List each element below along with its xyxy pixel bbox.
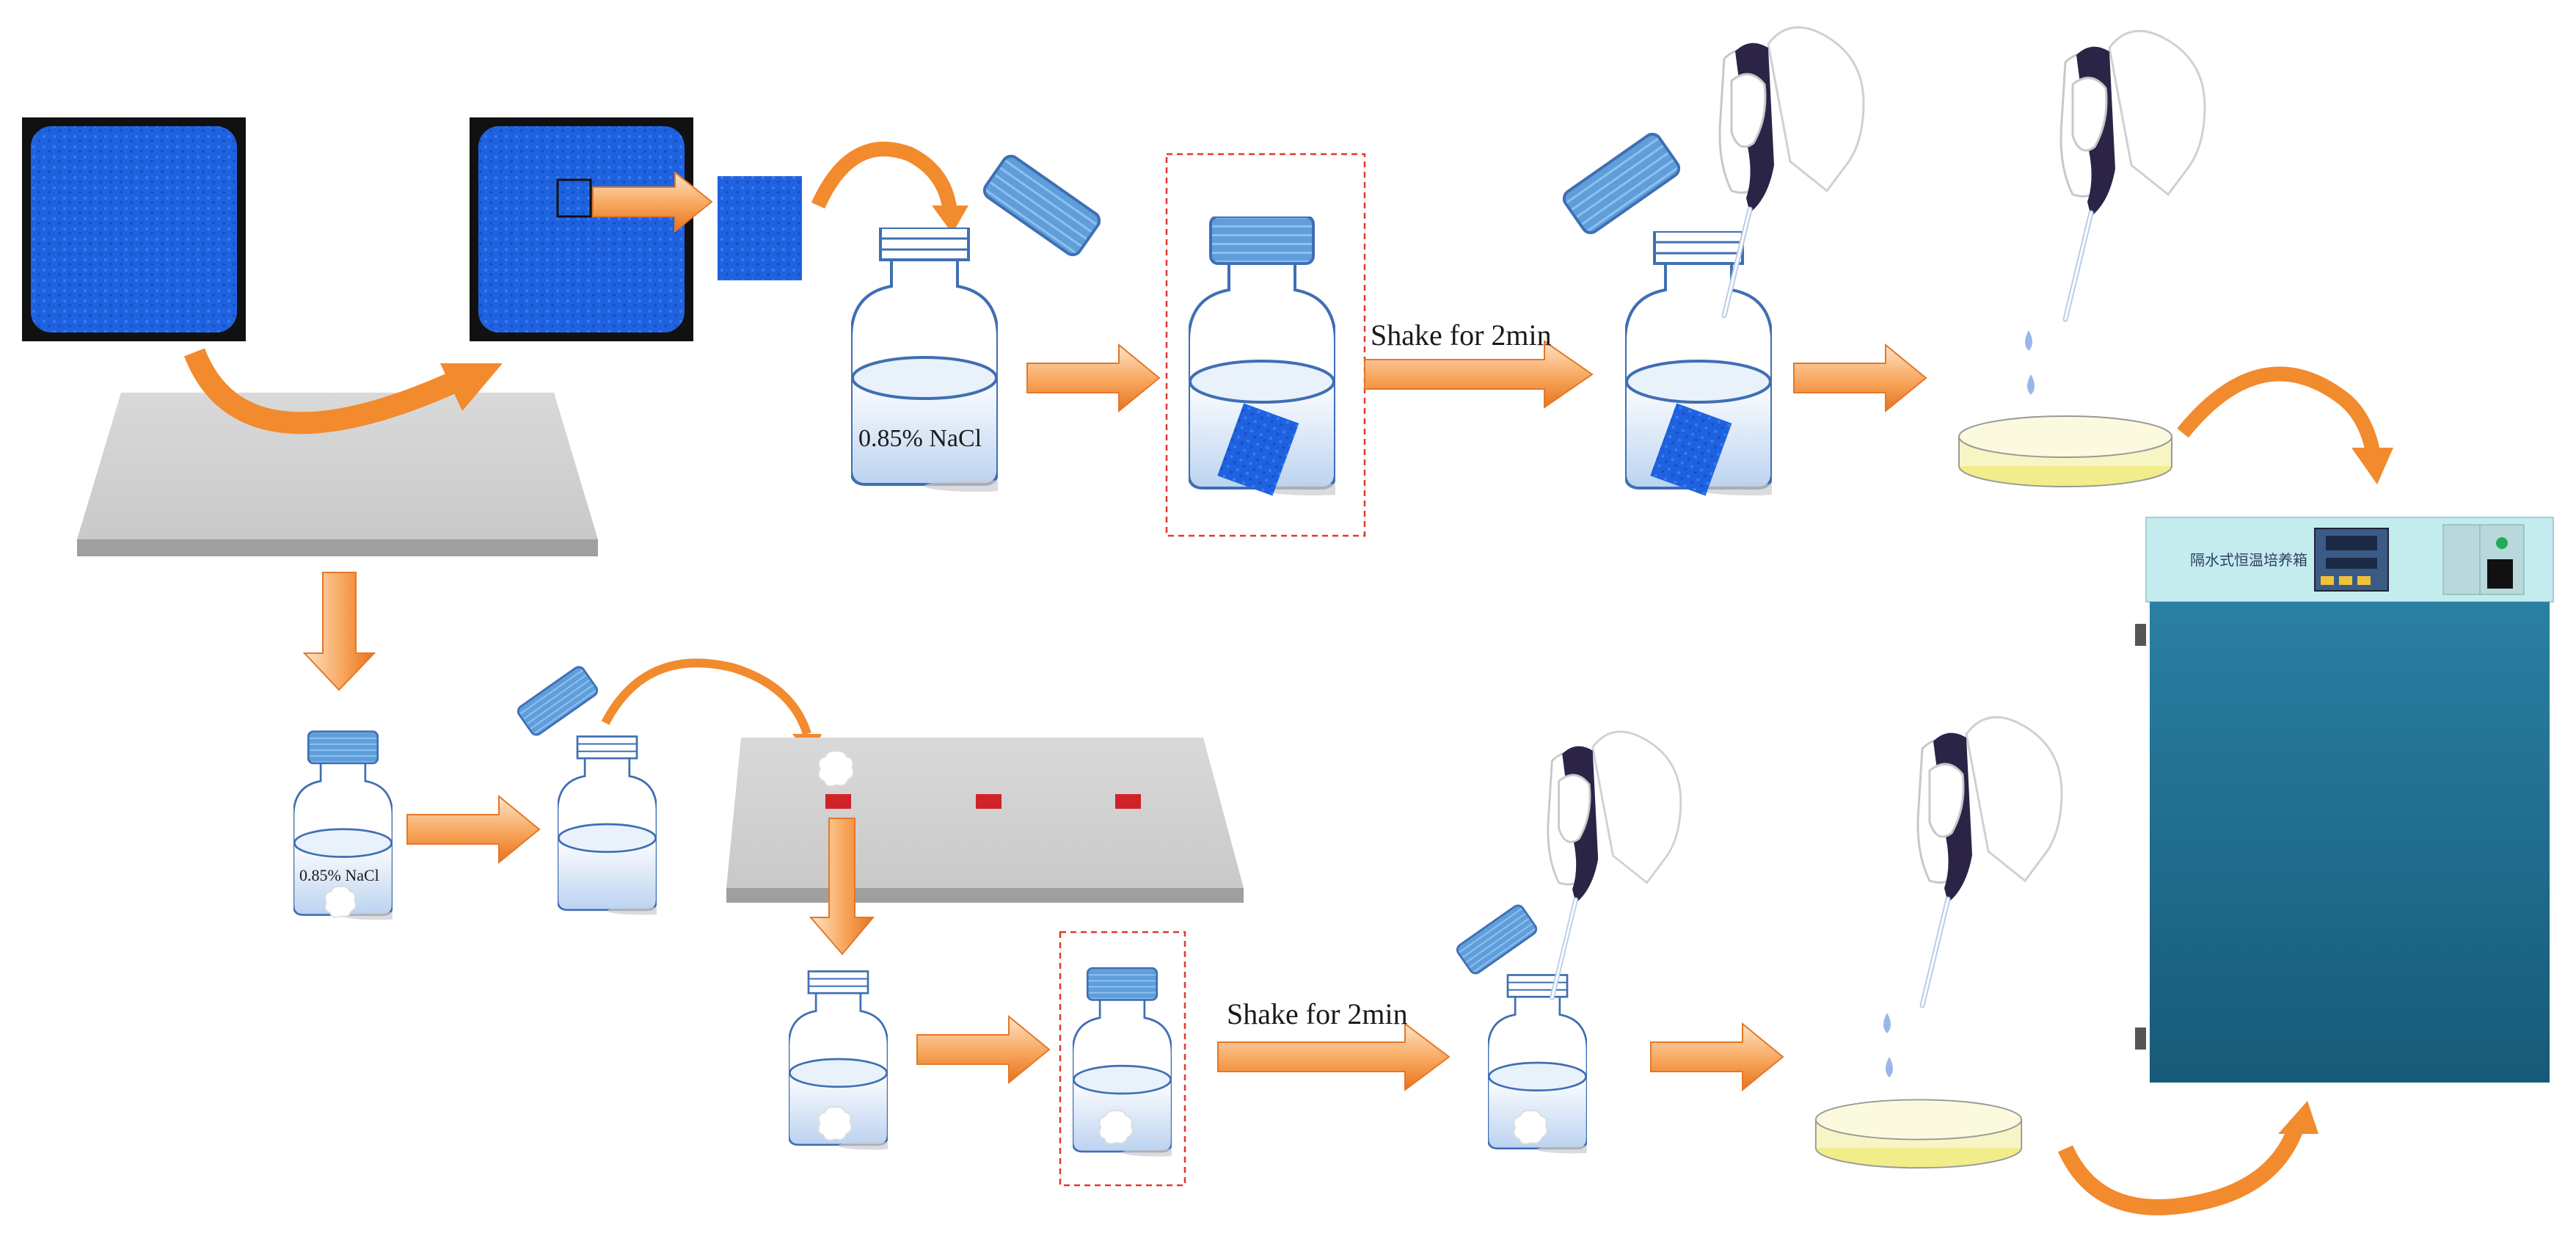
incubator-panel-text: 隔水式恒温培养箱 (2190, 551, 2307, 569)
nacl-label-bottom: 0.85% NaCl (299, 866, 379, 884)
pipette-hand-icon (1918, 717, 2062, 1005)
shake-label-top: Shake for 2min (1371, 319, 1552, 352)
petri-dish-icon (1814, 1099, 2023, 1169)
nacl-label: 0.85% NaCl (858, 425, 982, 452)
shake-arrow-bottom (1217, 1022, 1451, 1091)
towel-swatch-icon (718, 176, 802, 280)
pipette-hand-icon (1720, 27, 1864, 316)
cap-icon (979, 151, 1104, 260)
arrow-to-swatch (592, 170, 713, 233)
cap-icon (514, 663, 601, 738)
towel-sampled-icon (470, 117, 693, 341)
curved-arrow-head (440, 363, 503, 411)
curved-arrow-incubator (2177, 366, 2381, 457)
arrow-down-2 (809, 818, 875, 956)
highlight-box (1165, 153, 1366, 537)
petri-dish-icon (1958, 415, 2172, 487)
cap-icon (1559, 129, 1684, 238)
towel-swatch-in-bottle (1217, 403, 1299, 496)
incubator-icon (2135, 517, 2554, 1083)
curved-arrow-bottom-head (2278, 1101, 2318, 1134)
bottle-icon (851, 228, 998, 492)
pipette-hand-icon (2061, 31, 2205, 319)
curved-arrow-swatch (811, 142, 957, 214)
tray-icon (77, 393, 598, 556)
curved-arrow-incubator-head (2351, 448, 2393, 484)
arrow-3 (406, 794, 541, 865)
bottle-icon (558, 735, 657, 917)
shake-label-bottom: Shake for 2min (1227, 997, 1408, 1030)
curved-arrow-bottom (2057, 1124, 2305, 1215)
arrow-5 (1650, 1022, 1784, 1092)
highlight-box (1059, 931, 1186, 1187)
shake-arrow-top (1364, 340, 1594, 409)
bottle-capped-icon (293, 730, 393, 921)
towel-icon (22, 117, 246, 341)
arrow-4 (916, 1014, 1051, 1085)
drop-icon (2025, 330, 2032, 351)
bottle-icon (1488, 973, 1587, 1155)
drop-icon (1883, 1013, 1891, 1033)
curved-arrow-swatch-head (932, 205, 968, 233)
arrow-2 (1793, 343, 1927, 413)
towel-swatch-in-bottle (1650, 403, 1732, 496)
curved-arrow-swab (601, 658, 811, 735)
curved-arrow-towel (183, 348, 460, 434)
drop-icon (2027, 374, 2035, 395)
arrow-1 (1026, 343, 1161, 413)
pipette-hand-icon (1548, 732, 1681, 998)
arrow-down-1 (302, 572, 376, 691)
tray-icon (726, 738, 1244, 903)
drop-icon (1886, 1057, 1893, 1077)
cap-icon (1453, 902, 1540, 977)
